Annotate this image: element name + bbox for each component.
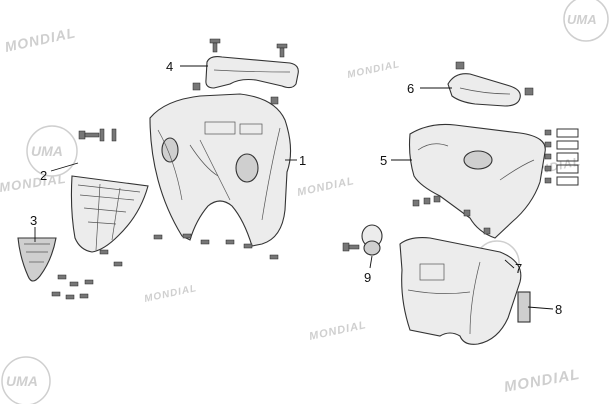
callout-label-8: 8 bbox=[555, 302, 562, 317]
clip-column-icon bbox=[544, 128, 579, 186]
watermark-mondial-5: MONDIAL bbox=[143, 283, 198, 305]
svg-text:UMA: UMA bbox=[31, 143, 63, 159]
part-1-front-shield bbox=[149, 82, 292, 260]
screw-icon bbox=[209, 38, 221, 53]
part-4-top-cover bbox=[205, 38, 299, 89]
callout-label-9: 9 bbox=[364, 270, 371, 285]
callout-label-5: 5 bbox=[380, 153, 387, 168]
uma-logo-bottom-left: UMA bbox=[1, 356, 51, 404]
part-6-bracket bbox=[447, 61, 534, 107]
callout-label-6: 6 bbox=[407, 81, 414, 96]
callout-label-1: 1 bbox=[299, 153, 306, 168]
part-7-lower-panel bbox=[399, 237, 522, 345]
bolt-icon bbox=[78, 130, 100, 140]
clip-row-icon bbox=[153, 233, 279, 260]
part-2-front-panel bbox=[51, 128, 149, 300]
watermark-mondial-1: MONDIAL bbox=[3, 24, 77, 55]
uma-logo-left: UMA bbox=[26, 125, 78, 177]
callout-label-7: 7 bbox=[515, 261, 522, 276]
clip-row-icon bbox=[51, 249, 123, 300]
svg-text:UMA: UMA bbox=[567, 12, 597, 27]
screw-icon bbox=[276, 43, 288, 58]
watermark-mondial-8: MONDIAL bbox=[308, 319, 368, 343]
callouts: 4 1 2 3 5 6 7 8 9 bbox=[30, 59, 562, 317]
callout-label-4: 4 bbox=[166, 59, 173, 74]
callout-label-3: 3 bbox=[30, 213, 37, 228]
screw-row-icon bbox=[412, 195, 491, 235]
svg-text:UMA: UMA bbox=[6, 373, 38, 389]
part-5-inner-panel bbox=[408, 123, 579, 239]
watermark-mondial-2: MONDIAL bbox=[346, 59, 401, 81]
watermark-mondial-3: MONDIAL bbox=[0, 171, 67, 195]
part-3-front-lens bbox=[17, 237, 57, 282]
leader-lines bbox=[34, 65, 554, 310]
callout-label-2: 2 bbox=[40, 168, 47, 183]
watermark-mondial-9: MONDIAL bbox=[503, 366, 582, 396]
watermark-mondial-4: MONDIAL bbox=[296, 175, 356, 199]
uma-logo-top-right: UMA bbox=[563, 0, 609, 42]
part-9-lock bbox=[342, 224, 383, 256]
bolt-icon bbox=[342, 242, 360, 252]
